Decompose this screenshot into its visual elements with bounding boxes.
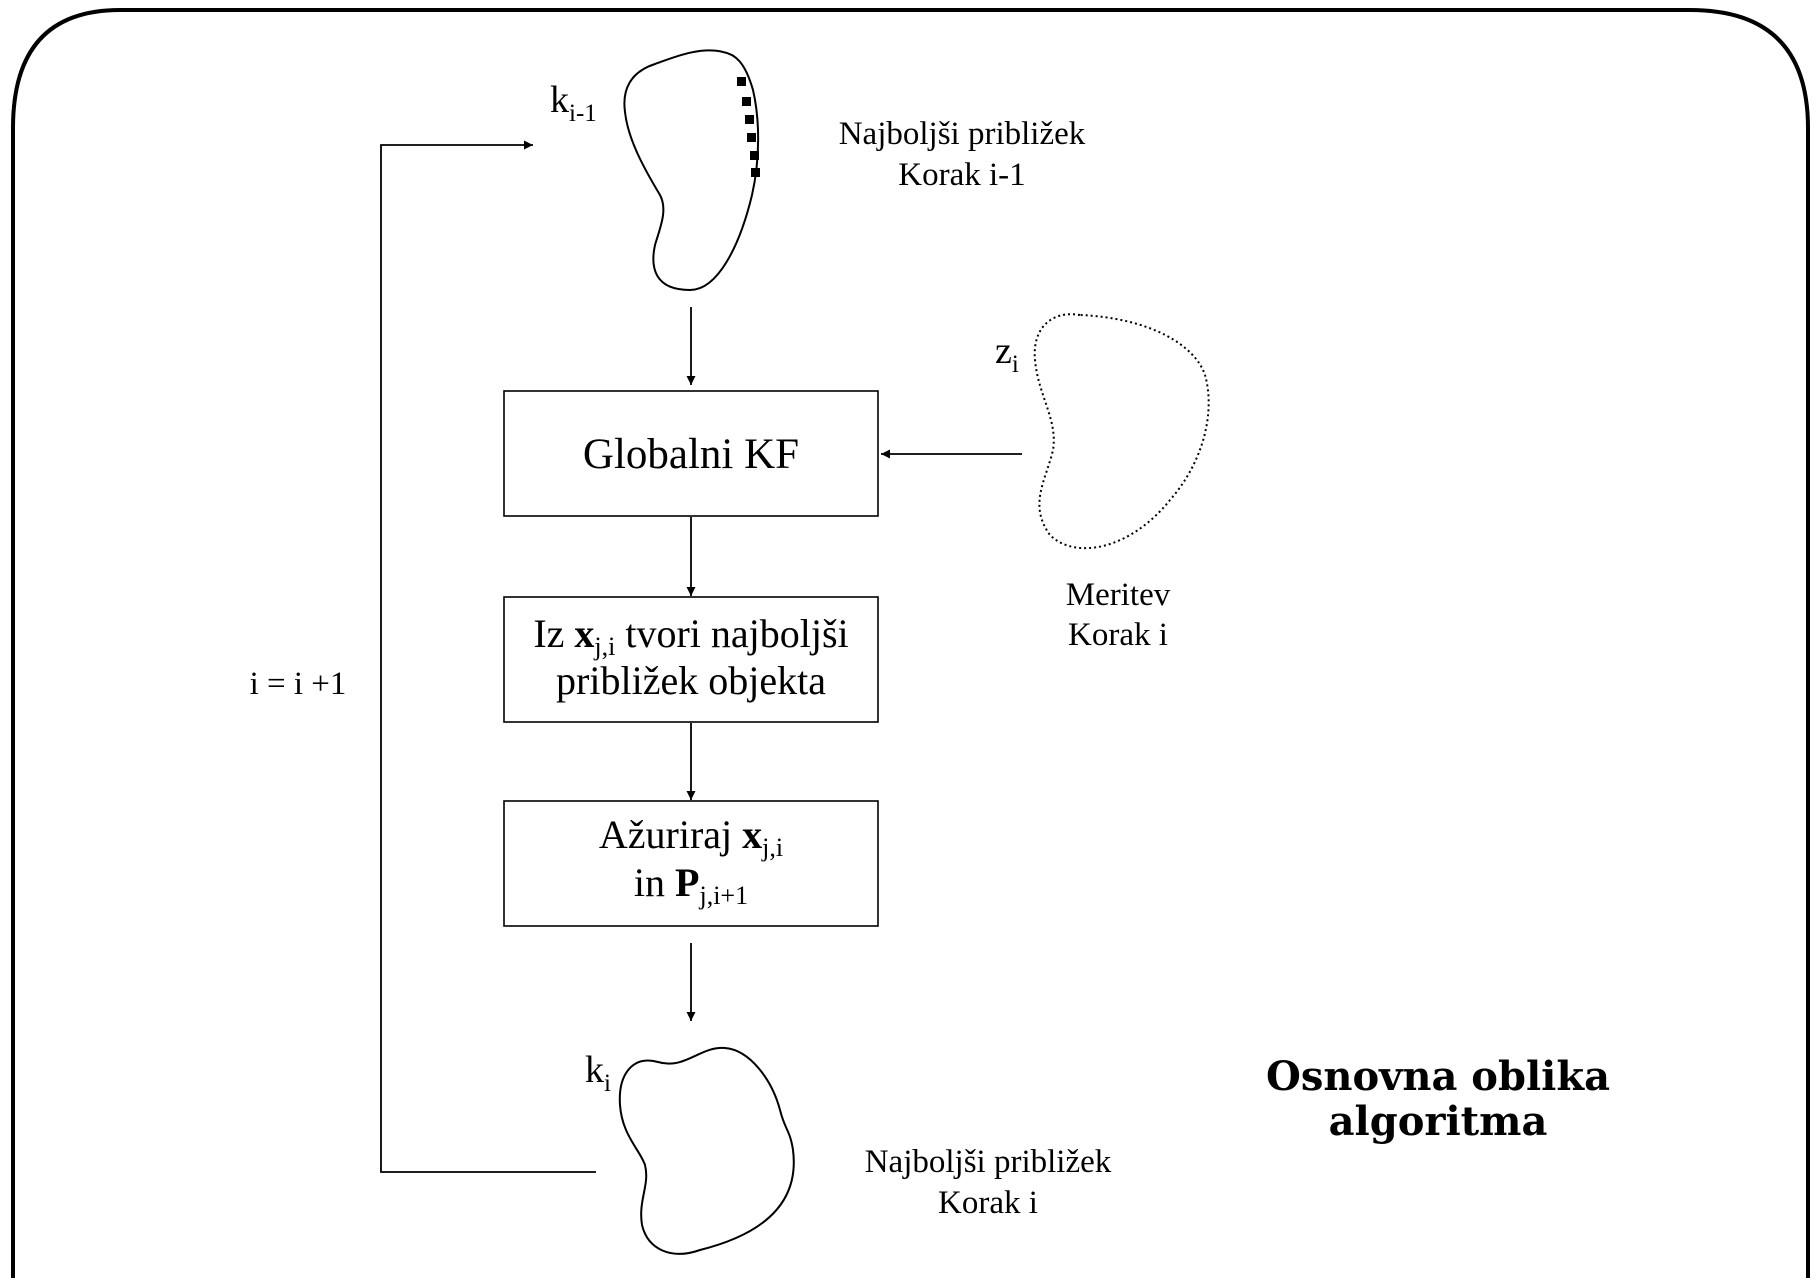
top-shape-label: ki-1 (550, 79, 597, 127)
slide-frame (11, 8, 1810, 1278)
measurement-label: zi (995, 330, 1019, 378)
box2-line1: Iz xj,i tvori najboljši (533, 611, 848, 661)
slide-title-line2: algoritma (1329, 1098, 1548, 1145)
bottom-caption-line1: Najboljši približek (865, 1144, 1112, 1180)
measurement-caption-line2: Korak i (1068, 617, 1168, 653)
top-shape-markers (737, 77, 760, 177)
box2-line2: približek objekta (556, 658, 826, 703)
measurement-caption-line1: Meritev (1066, 577, 1171, 613)
top-shape-outline (623, 49, 760, 292)
measurement-shape-outline (1033, 313, 1210, 550)
loop-line (380, 140, 596, 1173)
box-iz-x-tvori (503, 596, 879, 723)
box-globalni-kf (503, 390, 879, 517)
box3-line2: in Pj,i+1 (634, 860, 748, 910)
top-caption-line2: Korak i-1 (898, 157, 1025, 193)
slide-title-line1: Osnovna oblika (1266, 1053, 1610, 1100)
bottom-shape-label: ki (585, 1049, 611, 1097)
bottom-shape-outline (618, 1046, 795, 1255)
top-caption-line1: Najboljši približek (839, 116, 1086, 152)
bottom-caption-line2: Korak i (938, 1185, 1038, 1221)
box3-line1: Ažuriraj xj,i (599, 812, 783, 862)
box-azuriraj (503, 800, 879, 927)
box1-text: Globalni KF (583, 431, 799, 478)
loop-label: i = i +1 (250, 666, 347, 702)
